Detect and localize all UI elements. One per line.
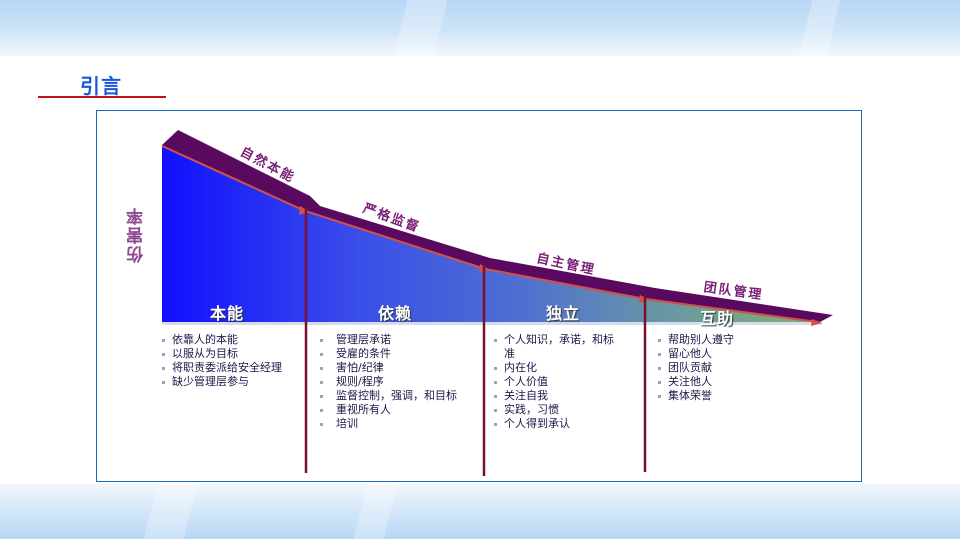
list-item: 监督控制，强调，和目标 bbox=[318, 389, 483, 403]
list-item: 集体荣誉 bbox=[656, 389, 796, 403]
stage-label-interdependent: 互助 bbox=[700, 309, 735, 328]
list-item: 以服从为目标 bbox=[160, 347, 298, 361]
footer-band bbox=[0, 484, 960, 539]
list-item: 个人价值 bbox=[492, 375, 617, 389]
list-item: 个人知识，承诺，和标准 bbox=[492, 333, 617, 361]
stage-label-independent: 独立 bbox=[546, 304, 581, 323]
list-item: 团队贡献 bbox=[656, 361, 796, 375]
stage-label-instinct: 本能 bbox=[210, 304, 245, 323]
list-item: 内在化 bbox=[492, 361, 617, 375]
list-item: 帮助别人遵守 bbox=[656, 333, 796, 347]
list-item: 留心他人 bbox=[656, 347, 796, 361]
list-item: 受雇的条件 bbox=[318, 347, 483, 361]
list-item: 管理层承诺 bbox=[318, 333, 483, 347]
title-underline bbox=[38, 96, 166, 98]
stage-list-dependent: 管理层承诺 受雇的条件 害怕/纪律 规则/程序 监督控制，强调，和目标 重视所有… bbox=[318, 333, 483, 431]
decorative-streak bbox=[350, 484, 400, 539]
header-band bbox=[0, 0, 960, 56]
list-item: 实践，习惯 bbox=[492, 403, 617, 417]
arrowhead-icon bbox=[811, 319, 822, 326]
area-baseline bbox=[162, 322, 822, 325]
y-axis-label: 伤害率 bbox=[127, 206, 147, 264]
list-item: 关注自我 bbox=[492, 389, 617, 403]
list-item: 规则/程序 bbox=[318, 375, 483, 389]
injury-rate-area bbox=[162, 145, 820, 322]
stage-list-independent: 个人知识，承诺，和标准 内在化 个人价值 关注自我 实践，习惯 个人得到承认 bbox=[492, 333, 617, 431]
list-item: 个人得到承认 bbox=[492, 417, 617, 431]
list-item: 关注他人 bbox=[656, 375, 796, 389]
list-item: 害怕/纪律 bbox=[318, 361, 483, 375]
slide-title: 引言 bbox=[80, 74, 122, 98]
list-item: 缺少管理层参与 bbox=[160, 375, 298, 389]
stage-label-dependent: 依赖 bbox=[378, 304, 413, 323]
list-item: 重视所有人 bbox=[318, 403, 483, 417]
stage-list-interdependent: 帮助别人遵守 留心他人 团队贡献 关注他人 集体荣誉 bbox=[656, 333, 796, 403]
list-item: 将职责委派给安全经理 bbox=[160, 361, 298, 375]
stage-list-instinct: 依靠人的本能 以服从为目标 将职责委派给安全经理 缺少管理层参与 bbox=[160, 333, 298, 389]
list-item: 培训 bbox=[318, 417, 483, 431]
decorative-streak bbox=[140, 484, 200, 539]
list-item: 依靠人的本能 bbox=[160, 333, 298, 347]
